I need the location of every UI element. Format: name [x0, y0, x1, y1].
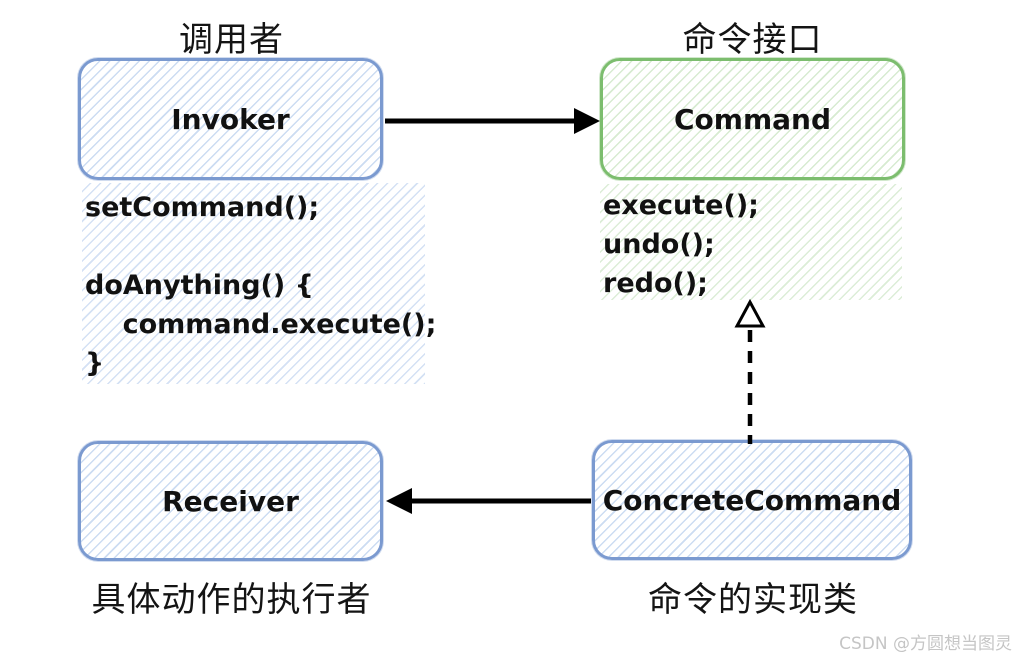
- receiver-class-label: Receiver: [162, 484, 299, 518]
- receiver-class-box: Receiver: [78, 441, 383, 561]
- command-class-label: Command: [673, 102, 831, 136]
- command-interface-title: 命令接口: [682, 20, 823, 60]
- invoker-code-snippet: setCommand(); doAnything() { command.exe…: [82, 183, 436, 384]
- invoker-to-command-arrow: [385, 108, 600, 134]
- command-class-box: Command: [600, 58, 905, 180]
- implements-dashed-arrow: [734, 298, 766, 444]
- inheritance-triangle-icon: [734, 298, 766, 328]
- caller-title: 调用者: [179, 20, 284, 60]
- concrete-command-class-label: ConcreteCommand: [602, 483, 902, 517]
- csdn-watermark: CSDN @方圆想当图灵: [839, 634, 1012, 654]
- invoker-class-box: Invoker: [78, 58, 383, 180]
- invoker-class-label: Invoker: [171, 102, 290, 136]
- concrete-command-class-box: ConcreteCommand: [592, 440, 912, 560]
- command-methods-snippet: execute(); undo(); redo();: [600, 184, 902, 300]
- concretecommand-to-receiver-arrow: [386, 488, 591, 514]
- receiver-caption: 具体动作的执行者: [91, 580, 372, 620]
- concrete-command-caption: 命令的实现类: [648, 580, 858, 620]
